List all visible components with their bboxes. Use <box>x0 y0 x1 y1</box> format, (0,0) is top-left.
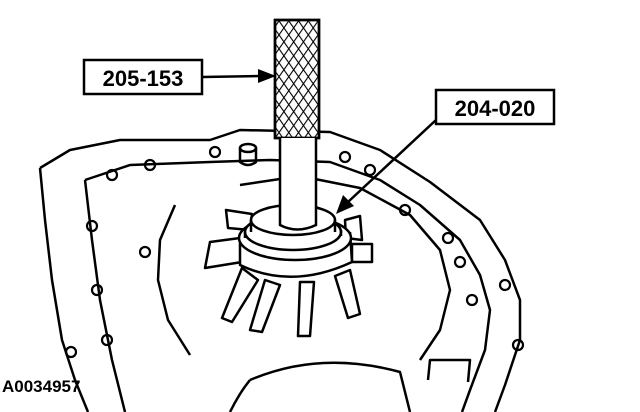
callout-204-020: 204-020 <box>336 88 556 214</box>
callout-label-handle: 205-153 <box>103 66 184 91</box>
callout-205-153: 205-153 <box>82 58 276 96</box>
figure-id: A0034957 <box>2 377 80 396</box>
callout-label-installer: 204-020 <box>455 96 536 121</box>
bolt-holes <box>64 145 525 359</box>
transmission-housing <box>38 128 522 412</box>
handle-tool <box>273 18 321 231</box>
